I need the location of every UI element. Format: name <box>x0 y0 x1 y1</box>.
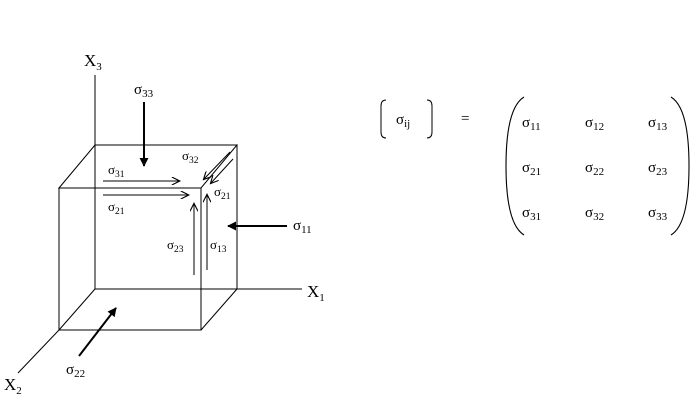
matrix-entry-sigma22: σ22 <box>585 160 604 178</box>
sigma33-label: σ33 <box>134 82 154 100</box>
matrix-entry-sigma21: σ21 <box>522 160 541 178</box>
sigma31-label: σ31 <box>108 162 125 180</box>
x2-axis-line <box>17 329 60 374</box>
sigma21-label-right: σ21 <box>214 184 231 202</box>
x1-axis-label: X1 <box>307 282 325 304</box>
x2-axis-label: X2 <box>4 375 22 397</box>
matrix-entry-sigma31: σ31 <box>522 205 541 223</box>
lhs-left-bracket <box>380 99 387 139</box>
sigma13-label: σ13 <box>210 237 227 255</box>
sigma11-label: σ11 <box>293 218 312 236</box>
sigma21-label-top: σ21 <box>108 199 125 217</box>
cube-front-face <box>58 187 202 331</box>
sigma23-label: σ23 <box>167 237 184 255</box>
matrix-entry-sigma23: σ23 <box>648 160 668 178</box>
cube-right-edge-bottom <box>200 288 238 331</box>
cube-hidden-edge-diagonal <box>58 288 96 331</box>
sigma32-shear-arrow-2 <box>211 158 234 183</box>
x3-axis-label: X3 <box>84 51 102 73</box>
matrix-entry-sigma32: σ32 <box>585 205 604 223</box>
cube-top-face <box>57 144 239 189</box>
lhs-right-bracket <box>426 99 433 139</box>
matrix-entry-sigma11: σ11 <box>522 115 541 133</box>
matrix-entry-sigma12: σ12 <box>585 115 604 133</box>
matrix-entry-sigma33: σ33 <box>648 205 668 223</box>
lhs-sigma-ij: σij <box>396 112 410 130</box>
matrix-left-paren <box>505 96 525 236</box>
sigma32-shear-arrow-1 <box>204 151 231 179</box>
stress-matrix: σ11 σ12 σ13 σ21 σ22 σ23 σ31 σ32 σ33 <box>522 115 668 223</box>
sigma32-label: σ32 <box>182 148 199 166</box>
sigma22-label: σ22 <box>66 362 85 380</box>
matrix-right-paren <box>670 96 690 236</box>
equals-sign: = <box>461 111 469 127</box>
sigma22-arrow <box>78 307 117 357</box>
matrix-entry-sigma13: σ13 <box>648 115 668 133</box>
